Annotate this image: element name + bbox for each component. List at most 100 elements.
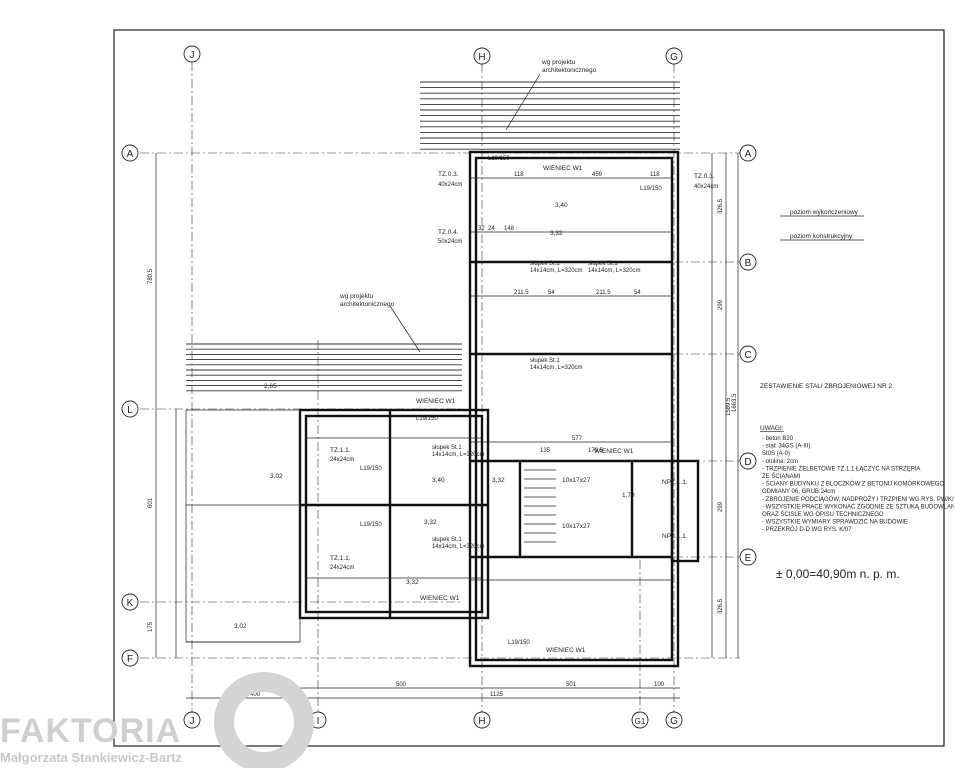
lintel-2: L19/150	[640, 186, 662, 192]
dim-top-9: 211.5	[596, 290, 611, 296]
dim-top-8: 54	[548, 290, 555, 296]
lintel-5: L19/150	[360, 522, 382, 528]
notes-list: - beton B20- stal: 34GS (A-III) St0S (A-…	[762, 436, 954, 533]
level-marker-2: 3,32	[550, 230, 563, 237]
beam-label-lower-wing: WIENIEC W1	[420, 595, 460, 602]
notes-item: ORAZ ŚCISLE WG OPISU TECHNICZNEGO	[762, 510, 884, 518]
arch-ref-top-line-1: wg projektu	[541, 59, 576, 66]
svg-text:B: B	[745, 258, 752, 269]
svg-text:I: I	[317, 716, 320, 727]
faktoria-watermark: FAKTORIA Małgorzata Stankiewicz-Bartz	[0, 672, 314, 768]
svg-text:3,02: 3,02	[234, 623, 247, 630]
stair-label-2: 10x17x27	[562, 523, 591, 530]
watermark-ring-icon	[214, 672, 314, 768]
svg-text:J: J	[190, 50, 195, 61]
notes-item: - stal: 34GS (A-III)	[762, 444, 810, 450]
arch-ref-mid-line-1: wg projektu	[339, 293, 374, 300]
level-marker-10: 3,02	[234, 623, 247, 630]
terrace-outline	[185, 409, 301, 643]
tie-tz11-a-size: 24x24cm	[330, 457, 354, 463]
svg-text:3,40: 3,40	[555, 202, 568, 209]
level-marker-3: 2,65	[264, 383, 277, 390]
dim-right-5: 1663.5	[732, 393, 738, 412]
notes-item: - beton B20	[762, 436, 794, 442]
dim-bottom-4: 100	[654, 682, 665, 688]
grid-axes	[140, 62, 740, 712]
datum-level: ± 0,00=40,90m n. p. m.	[776, 567, 900, 581]
notes-item: - WSZYSTKIE WYMIARY SPRAWDZIĆ NA BUDOWIE	[762, 519, 908, 526]
dim-top-4: 32	[478, 226, 485, 232]
svg-text:2,65: 2,65	[264, 383, 277, 390]
building-walls	[298, 150, 700, 668]
beam-label-top: WIENIEC W1	[543, 165, 583, 172]
level-legend-finish: poziom wykończeniowy	[790, 209, 859, 216]
dim-top-7: 211.5	[514, 290, 529, 296]
npz-label-2: NPZ.1.1.	[662, 533, 688, 540]
pergola-hatching-top	[420, 81, 680, 150]
dim-top-5: 24	[488, 226, 495, 232]
watermark-brand: FAKTORIA	[0, 712, 181, 750]
level-legend-structural: poziom konstrukcyjny	[790, 233, 853, 240]
grid-bubble-top-g: G	[665, 47, 683, 65]
tie-tz03-right: TZ.0.3.	[694, 173, 715, 180]
svg-text:G: G	[670, 716, 678, 727]
dim-left-2: 601	[148, 497, 154, 508]
svg-text:A: A	[127, 149, 134, 160]
stair-flights	[524, 469, 556, 543]
dim-top-11: 577	[572, 436, 583, 442]
post-1-size: 14x14cm, L=320cm	[530, 268, 583, 274]
level-marker-5: 3,40	[432, 477, 445, 484]
grid-bubble-bottom-g1: G1	[631, 711, 649, 729]
notes-item: - PRZEKRÓJ D-D WG RYS. K/07	[762, 526, 852, 533]
grid-bubble-right-d: D	[739, 452, 757, 470]
dim-top-12: 135	[540, 448, 551, 454]
post-5: słupek St.1	[432, 537, 462, 543]
grid-bubble-top-h: H	[473, 47, 491, 65]
post-3-size: 14x14cm, L=320cm	[530, 365, 583, 371]
grid-bubble-right-a: A	[739, 144, 757, 162]
drawing-frame	[113, 29, 945, 747]
lintel-3: L19/150	[416, 416, 438, 422]
grid-bubble-left-f: F	[121, 649, 139, 667]
arch-ref-mid-line-2: architektonicznego	[340, 301, 395, 308]
dim-right-6: 1589.5	[726, 397, 732, 416]
dim-bottom-2: 500	[396, 682, 407, 688]
post-1: słupek St.1	[530, 261, 560, 267]
tie-tz11-b-size: 24x24cm	[330, 565, 354, 571]
tie-tz04-left: TZ.0.4.	[438, 229, 459, 236]
dim-top-6: 148	[504, 226, 515, 232]
notes-title: ZESTAWIENIE STALI ZBROJENIOWEJ NR 2	[760, 383, 892, 390]
level-marker-9: 3,32	[406, 579, 419, 586]
tie-tz03-left-size: 40x24cm	[438, 182, 462, 188]
svg-text:H: H	[478, 52, 485, 63]
dim-right-2: 299	[718, 299, 724, 310]
level-marker-4: 3,02	[270, 473, 283, 480]
leader-arch-top	[505, 73, 541, 131]
dim-top-2: 459	[592, 172, 603, 178]
grid-bubble-bottom-h: H	[473, 711, 491, 729]
dim-top-3: 118	[650, 172, 660, 178]
svg-text:F: F	[127, 654, 133, 665]
notes-item: - ŚCIANY BUDYNKU Z BLOCZKÓW Z BETONU KOM…	[762, 480, 944, 488]
dim-left-3: 175	[148, 621, 154, 632]
beam-label-center: WIENIEC W1	[594, 448, 634, 455]
dim-top-10: 54	[634, 290, 641, 296]
svg-text:1,70: 1,70	[622, 492, 635, 499]
watermark-author: Małgorzata Stankiewicz-Bartz	[0, 750, 183, 765]
arch-ref-top-line-2: architektonicznego	[542, 67, 597, 74]
beam-label-left-wing: WIENIEC W1	[416, 398, 456, 405]
stair-label-1: 10x17x27	[562, 477, 591, 484]
notes-item: - TRZPIENIE ŻELBETOWE TZ.1.1 ŁĄCZYĆ NA S…	[762, 465, 920, 472]
svg-text:A: A	[745, 149, 752, 160]
notes-item: ZE ŚCIANAMI	[762, 472, 801, 480]
dim-bottom-5: 1125	[490, 692, 504, 698]
dim-right-4: 326.5	[718, 598, 724, 614]
notes-item: - ZBROJENIE PODCIĄGÓW, NADPROŻY I TRZPIE…	[762, 496, 954, 503]
level-marker-7: 1,70	[622, 492, 635, 499]
post-2-size: 14x14cm, L=320cm	[588, 268, 641, 274]
tie-tz03-left: TZ.0.3.	[438, 171, 459, 178]
post-3: słupek St.1	[530, 358, 560, 364]
svg-text:D: D	[744, 457, 751, 468]
post-4: słupek St.1	[432, 445, 462, 451]
